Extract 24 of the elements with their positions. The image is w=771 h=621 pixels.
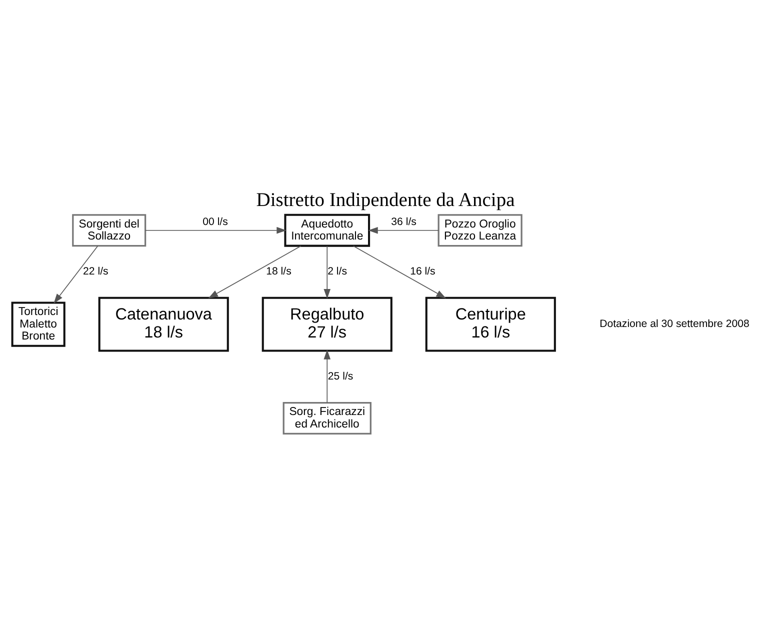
edge-label: 18 l/s [266,266,292,278]
arrow [353,246,446,298]
node-box: Aquedotto Intercomunale [284,214,370,247]
arrow [324,246,331,299]
node-box: Regalbuto 27 l/s [262,296,392,352]
arrow [54,246,98,304]
diagram-title: Distretto Indipendente da Ancipa [256,190,515,212]
node-box: Sorgenti del Sollazzo [72,214,146,247]
node-box: Centuripe 16 l/s [425,296,556,352]
arrow [368,226,439,234]
edge-label: 2 l/s [328,266,347,278]
node-box: Pozzo Oroglio Pozzo Leanza [438,214,522,247]
node-box: Sorg. Ficarazzi ed Archicello [282,402,372,435]
edge-label: 22 l/s [83,266,108,278]
edge-label: 36 l/s [391,216,416,228]
edge-label: 25 l/s [328,370,354,383]
edge-label: 00 l/s [202,216,228,228]
arrow [144,226,286,234]
node-box: Catenanuova 18 l/s [98,296,229,352]
edge-label: 16 l/s [410,266,436,278]
node-box: Tortorici Maletto Bronte [11,302,66,347]
label: Dotazione al 30 settembre 2008 [600,318,750,330]
arrow [324,350,331,404]
arrow [208,246,302,298]
